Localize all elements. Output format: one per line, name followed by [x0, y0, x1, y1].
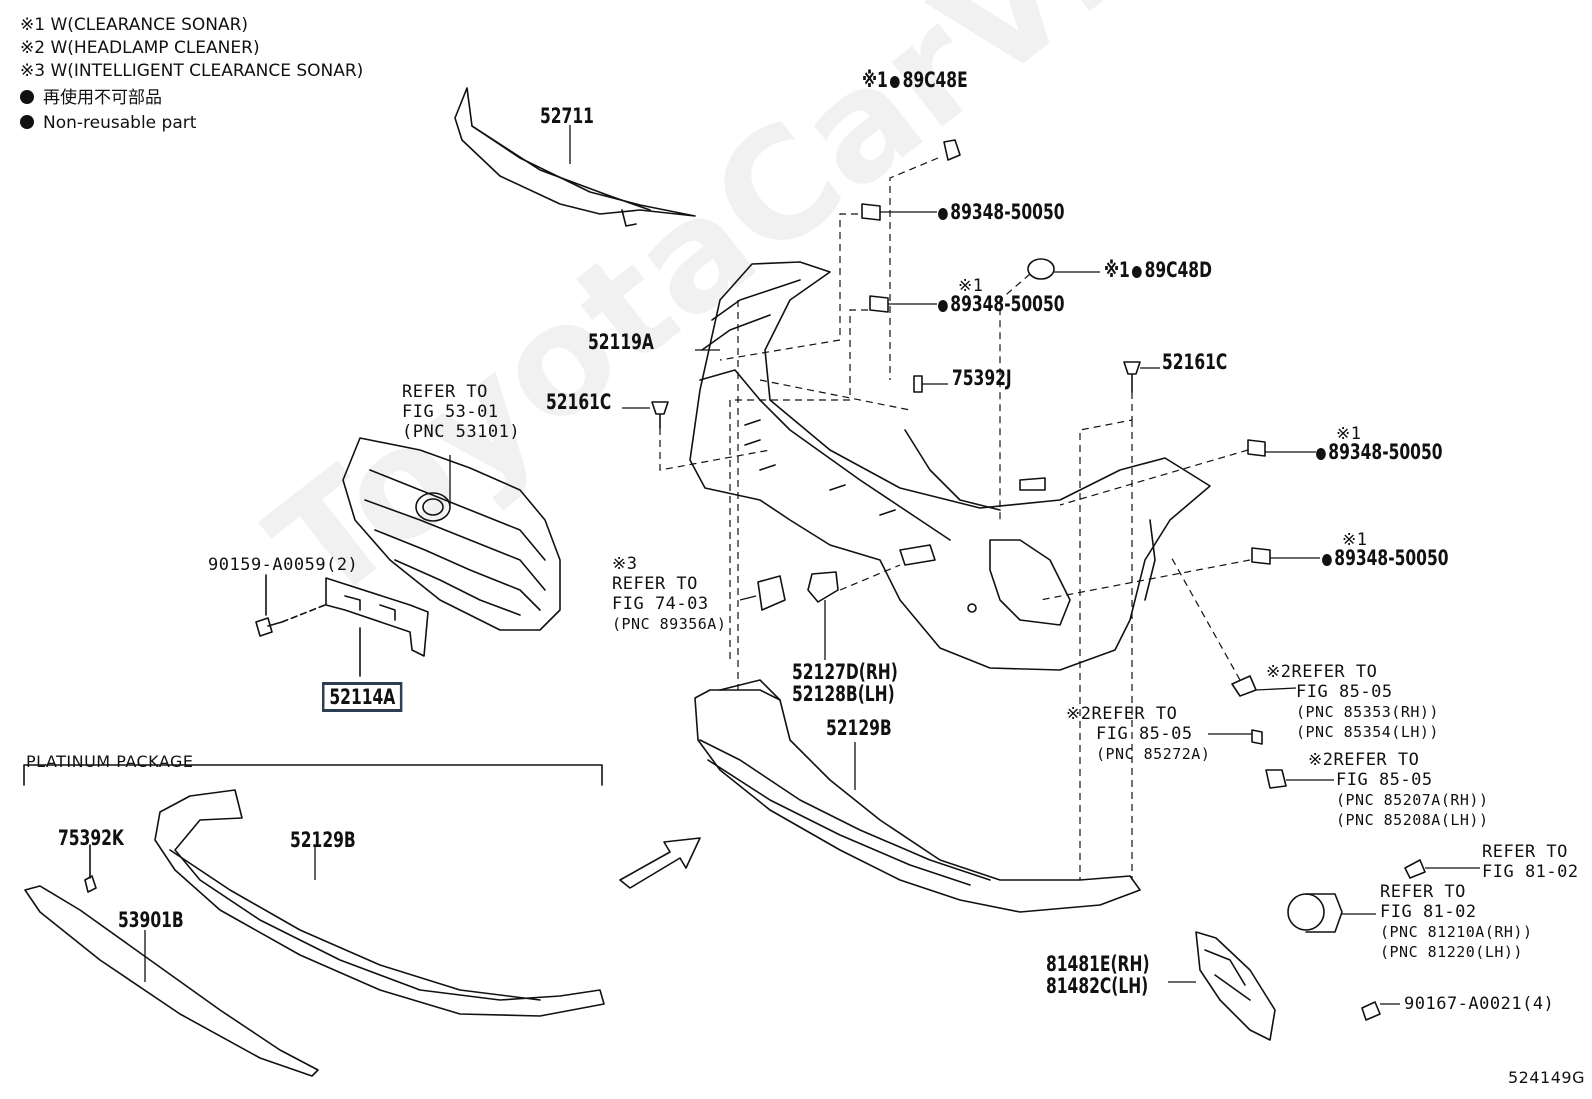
ref-line: (PNC 89356A) — [612, 615, 727, 633]
mark-1: ※1 — [1104, 258, 1130, 282]
ref-mark: ※3 — [612, 554, 638, 574]
part-label-89C48E[interactable]: ※1 89C48E — [862, 68, 968, 92]
part-number-text: 89348-50050 — [950, 292, 1065, 316]
part-number-text: 89348-50050 — [1334, 546, 1449, 570]
part-52114A-shape — [325, 577, 429, 657]
part-53901B-shape — [24, 885, 319, 1077]
ref-sonar[interactable]: ※3 REFER TO FIG 74-03 (PNC 89356A) — [612, 554, 726, 634]
ref-line: (PNC 81210A(RH)) — [1380, 923, 1533, 941]
nonreusable-dot-icon — [1131, 266, 1142, 278]
part-52129B-plat-shape — [154, 789, 605, 1017]
part-label-52114A[interactable]: 52114A — [322, 682, 403, 712]
grille-shape — [342, 437, 561, 631]
mark-89348-c: ※1 — [1336, 424, 1362, 444]
part-label-52128B[interactable]: 52128B(LH) — [792, 682, 895, 706]
part-label-89348-c[interactable]: 89348-50050 — [1316, 440, 1443, 464]
ref-headlamp-cleaner-3[interactable]: ※2REFER TO FIG 85-05 (PNC 85207A(RH)) (P… — [1308, 750, 1489, 830]
ref-line: REFER TO — [612, 574, 698, 594]
ref-line: FIG 74-03 — [612, 594, 709, 614]
legend-en-text: Non-reusable part — [43, 113, 197, 133]
legend-nonreusable-en: Non-reusable part — [20, 112, 196, 134]
part-52129B-main-shape — [694, 689, 1141, 913]
part-label-89348-d[interactable]: 89348-50050 — [1322, 546, 1449, 570]
ref-mark: ※2 — [1266, 662, 1292, 682]
part-label-90159[interactable]: 90159-A0059(2) — [208, 555, 359, 575]
mark-1: ※1 — [862, 68, 888, 92]
nonreusable-dot-icon — [1322, 554, 1332, 566]
nonreusable-dot-icon — [20, 90, 34, 104]
ref-headlamp-cleaner-2[interactable]: ※2REFER TO FIG 85-05 (PNC 85272A) — [1066, 704, 1210, 764]
part-52119A-shape — [689, 261, 1211, 671]
ref-mark: ※2 — [1066, 704, 1092, 724]
mark-89348-b: ※1 — [958, 276, 984, 296]
ref-line: REFER TO — [1091, 704, 1178, 724]
part-81481E-shape — [1195, 931, 1276, 1041]
ref-line: FIG 85-05 — [1296, 682, 1393, 702]
ref-mark: ※2 — [1308, 750, 1334, 770]
part-label-52119A[interactable]: 52119A — [588, 330, 654, 354]
part-number-text: 89348-50050 — [950, 200, 1065, 224]
mark-89348-d: ※1 — [1342, 530, 1368, 550]
ref-fog-1[interactable]: REFER TO FIG 81-02 — [1482, 842, 1579, 882]
legend-note-3: ※3 W(INTELLIGENT CLEARANCE SONAR) — [20, 61, 364, 81]
ref-line: (PNC 85208A(LH)) — [1336, 811, 1489, 829]
platinum-package-label: PLATINUM PACKAGE — [26, 752, 194, 771]
legend-nonreusable-jp: 再使用不可部品 — [20, 87, 162, 109]
part-label-52129B-plat[interactable]: 52129B — [290, 828, 356, 852]
part-label-52127D[interactable]: 52127D(RH) — [792, 660, 898, 684]
ref-line: FIG 85-05 — [1096, 724, 1193, 744]
legend-note-2: ※2 W(HEADLAMP CLEANER) — [20, 38, 260, 58]
legend-note-1: ※1 W(CLEARANCE SONAR) — [20, 15, 249, 35]
part-label-89348-a[interactable]: 89348-50050 — [938, 200, 1065, 224]
part-number-text: 89C48E — [902, 68, 968, 92]
ref-line: (PNC 85272A) — [1096, 745, 1211, 763]
ref-line: FIG 85-05 — [1336, 770, 1433, 790]
ref-line: FIG 81-02 — [1482, 862, 1579, 882]
part-label-52161C-right[interactable]: 52161C — [1162, 350, 1228, 374]
part-label-52711[interactable]: 52711 — [540, 104, 594, 128]
ref-line: REFER TO — [1291, 662, 1378, 682]
nonreusable-dot-icon — [889, 76, 900, 88]
part-number-text: 89C48D — [1144, 258, 1212, 282]
legend-jp-text: 再使用不可部品 — [43, 88, 162, 108]
part-label-52129B-main[interactable]: 52129B — [826, 716, 892, 740]
ref-line: (PNC 85353(RH)) — [1296, 703, 1439, 721]
bolt-90159-shape — [255, 617, 273, 637]
ref-line: REFER TO — [1333, 750, 1420, 770]
part-label-81482C[interactable]: 81482C(LH) — [1046, 974, 1149, 998]
ref-line: FIG 53-01 — [402, 402, 499, 422]
direction-arrow-shape — [619, 837, 701, 889]
part-label-75392K[interactable]: 75392K — [58, 826, 124, 850]
part-label-75392J[interactable]: 75392J — [952, 366, 1012, 390]
ref-line: REFER TO — [402, 382, 488, 402]
nonreusable-dot-icon — [938, 208, 948, 220]
ref-fog-2[interactable]: REFER TO FIG 81-02 (PNC 81210A(RH)) (PNC… — [1380, 882, 1533, 962]
fog-lamp-shape — [1287, 893, 1325, 931]
ref-line: FIG 81-02 — [1380, 902, 1477, 922]
ref-grille[interactable]: REFER TO FIG 53-01 (PNC 53101) — [402, 382, 520, 442]
nonreusable-dot-icon — [938, 300, 948, 312]
part-label-90167[interactable]: 90167-A0021(4) — [1404, 994, 1555, 1014]
part-label-89C48D[interactable]: ※1 89C48D — [1104, 258, 1212, 282]
nonreusable-dot-icon — [20, 115, 34, 129]
part-number-text: 89348-50050 — [1328, 440, 1443, 464]
part-label-53901B[interactable]: 53901B — [118, 908, 184, 932]
figure-id: 524149G — [1508, 1068, 1585, 1087]
ref-headlamp-cleaner-1[interactable]: ※2REFER TO FIG 85-05 (PNC 85353(RH)) (PN… — [1266, 662, 1439, 742]
ref-line: REFER TO — [1482, 842, 1568, 862]
ref-line: (PNC 85207A(RH)) — [1336, 791, 1489, 809]
ref-line: (PNC 81220(LH)) — [1380, 943, 1523, 961]
ref-line: (PNC 85354(LH)) — [1296, 723, 1439, 741]
part-label-89348-b[interactable]: 89348-50050 — [938, 292, 1065, 316]
part-label-81481E[interactable]: 81481E(RH) — [1046, 952, 1150, 976]
part-label-52161C-left[interactable]: 52161C — [546, 390, 612, 414]
ref-line: (PNC 53101) — [402, 422, 521, 442]
ref-line: REFER TO — [1380, 882, 1466, 902]
nonreusable-dot-icon — [1316, 448, 1326, 460]
